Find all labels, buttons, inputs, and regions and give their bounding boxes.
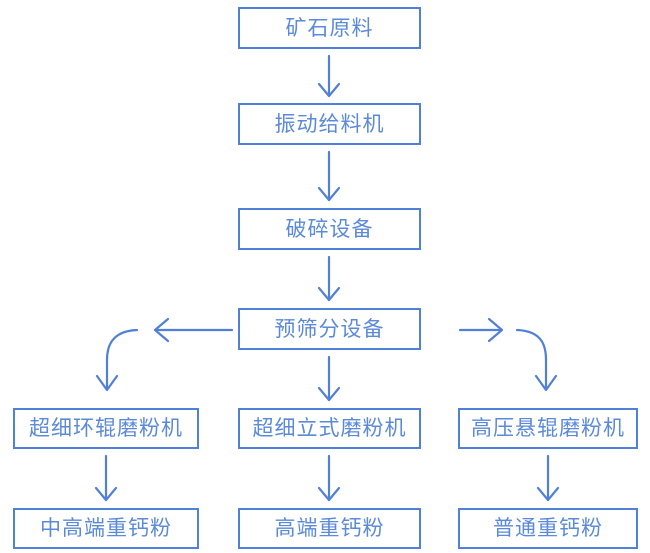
- node-raw-material[interactable]: 矿石原料: [238, 7, 421, 49]
- curve-right-branch-down: [515, 328, 558, 392]
- node-crushing-equipment[interactable]: 破碎设备: [238, 208, 421, 250]
- node-mill-left[interactable]: 超细环辊磨粉机: [13, 408, 199, 449]
- curve-left-branch-down: [95, 328, 139, 392]
- arrow-center-mill-to-product: [317, 454, 341, 502]
- node-product-left[interactable]: 中高端重钙粉: [13, 508, 199, 549]
- node-mill-center[interactable]: 超细立式磨粉机: [238, 408, 421, 449]
- node-product-right[interactable]: 普通重钙粉: [458, 508, 638, 549]
- arrow-right-mill-to-product: [536, 454, 560, 502]
- arrow-raw-to-feeder: [317, 54, 341, 98]
- node-vibrating-feeder[interactable]: 振动给料机: [238, 103, 421, 145]
- node-mill-right[interactable]: 高压悬辊磨粉机: [458, 408, 638, 449]
- arrow-crusher-to-screening: [317, 255, 341, 302]
- arrow-left-mill-to-product: [94, 454, 118, 502]
- arrow-screening-to-center-mill: [317, 355, 341, 402]
- arrow-feeder-to-crusher: [317, 150, 341, 202]
- node-pre-screening-equipment[interactable]: 预筛分设备: [238, 308, 421, 350]
- arrow-screening-to-right-branch: [458, 317, 504, 343]
- node-product-center[interactable]: 高端重钙粉: [238, 508, 421, 549]
- arrow-screening-to-left-branch: [153, 317, 234, 343]
